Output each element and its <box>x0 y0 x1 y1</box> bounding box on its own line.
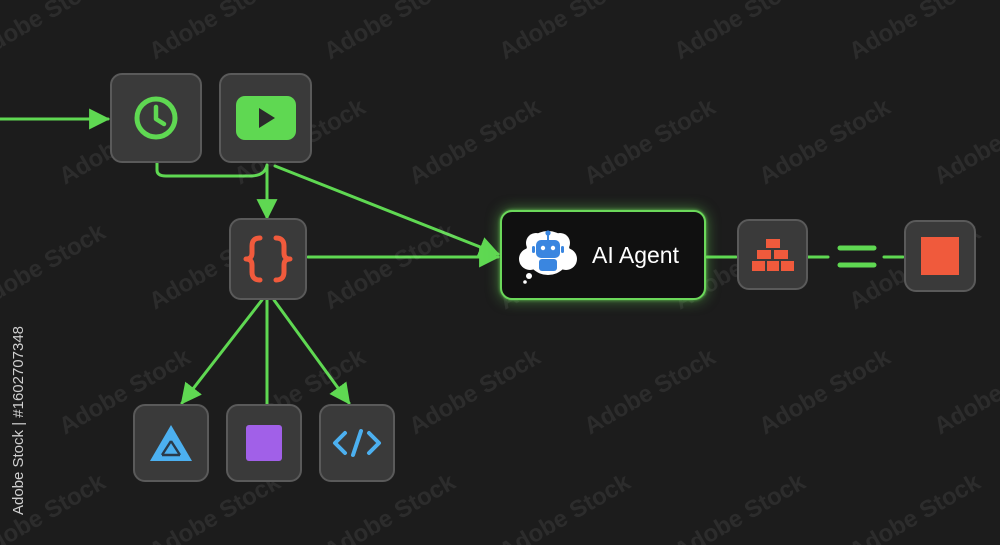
robot-icon <box>519 230 577 284</box>
square-node[interactable] <box>226 404 302 482</box>
watermark-text: Adobe Stock <box>495 468 636 545</box>
ai-agent-label: AI Agent <box>592 241 679 268</box>
watermark-text: Adobe Stock <box>580 343 721 440</box>
triangle-logo-icon <box>150 425 192 461</box>
ai-agent-node[interactable]: AI Agent <box>500 210 706 300</box>
clock-icon <box>134 96 178 140</box>
watermark-text: Adobe Stock <box>930 343 1000 440</box>
play-icon <box>235 96 296 140</box>
schedule-node[interactable] <box>110 73 202 163</box>
watermark-text: Adobe Stock <box>670 468 811 545</box>
watermark-text: Adobe Stock <box>845 0 986 65</box>
stock-id-text: Adobe Stock | #1602707348 <box>10 325 28 515</box>
watermark-text: Adobe Stock <box>845 468 986 545</box>
watermark-text: Adobe Stock <box>405 93 546 190</box>
code-tag-icon <box>333 429 381 457</box>
watermark-text: Adobe Stock <box>320 218 461 315</box>
connector-braces-to-triangle <box>180 298 264 405</box>
stock-id-vertical: Adobe Stock | #1602707348 <box>4 300 34 540</box>
play-node[interactable] <box>219 73 312 163</box>
watermark-text: Adobe Stock <box>495 0 636 65</box>
connector-schedule-to-play-bracket <box>155 161 269 178</box>
curly-braces-icon <box>243 235 293 283</box>
watermark-text: Adobe Stock <box>580 93 721 190</box>
purple-square-icon <box>246 425 282 461</box>
watermark-text: Adobe Stock <box>405 343 546 440</box>
connector-braces-to-code-tag <box>272 298 351 405</box>
connector-play-to-agent <box>273 164 500 257</box>
bricks-icon <box>751 238 794 271</box>
watermark-text: Adobe Stock <box>320 0 461 65</box>
watermark-text: Adobe Stock <box>145 0 286 65</box>
watermark-text: Adobe Stock <box>670 0 811 65</box>
watermark-text: Adobe Stock <box>755 343 896 440</box>
triangle-node[interactable] <box>133 404 209 482</box>
code-braces-node[interactable] <box>229 218 307 300</box>
stop-square-icon <box>921 237 959 275</box>
code-tag-node[interactable] <box>319 404 395 482</box>
blocks-node[interactable] <box>737 219 808 290</box>
watermark-text: Adobe Stock <box>0 0 111 65</box>
watermark-text: Adobe Stock <box>755 93 896 190</box>
stop-node[interactable] <box>904 220 976 292</box>
watermark-text: Adobe Stock <box>930 93 1000 190</box>
